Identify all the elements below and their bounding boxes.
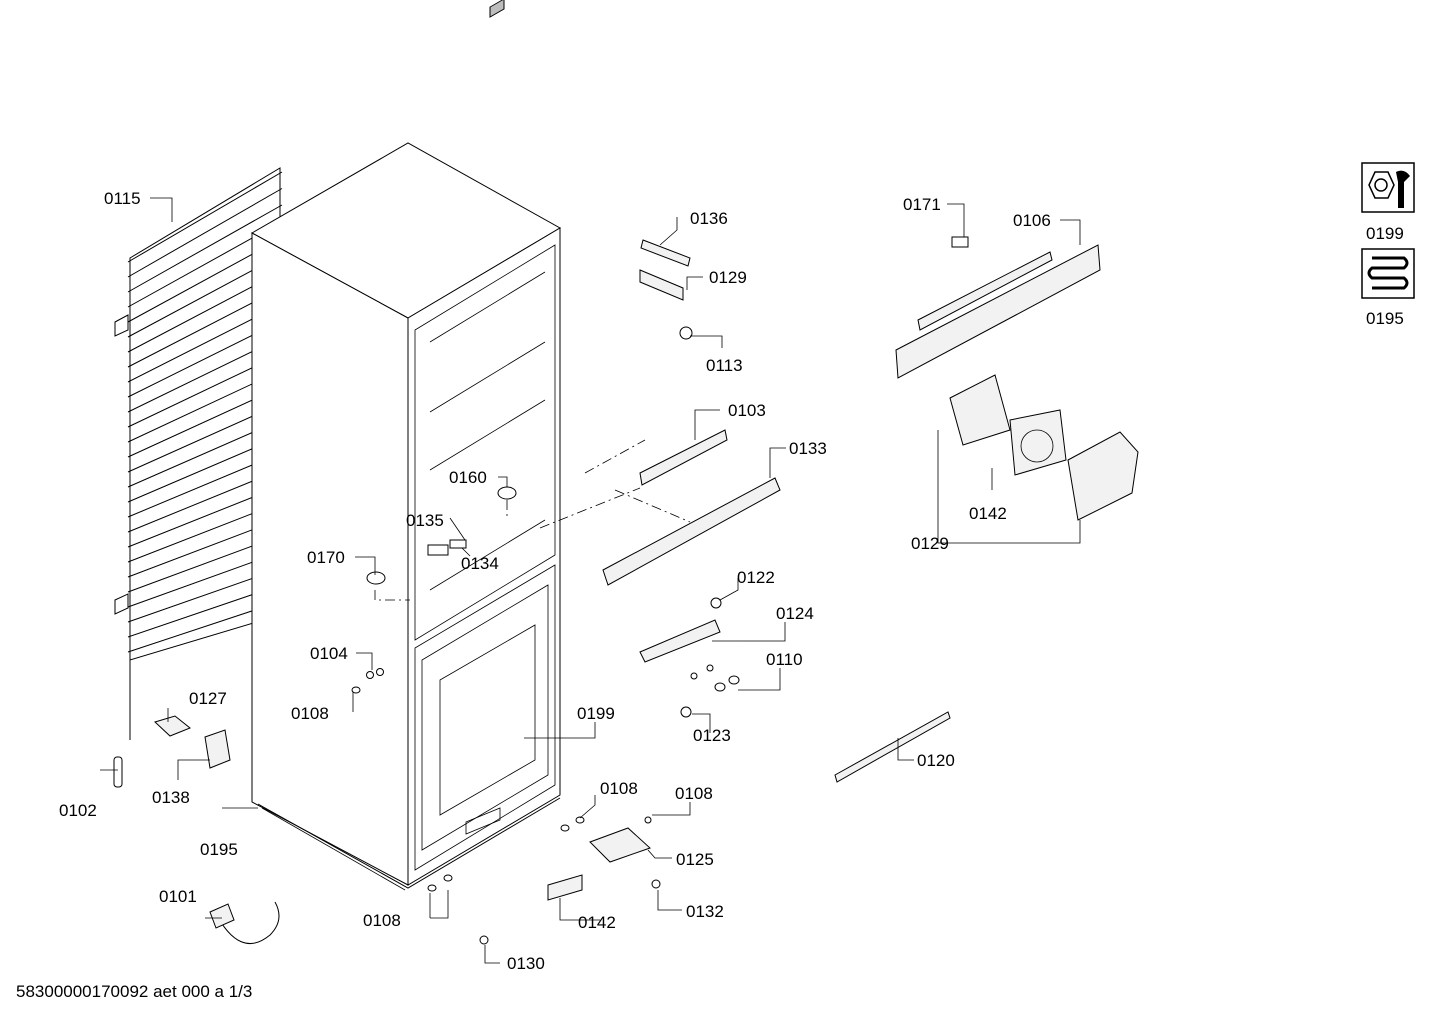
label-0127: 0129 [709,268,747,287]
condenser-tubes [127,171,283,653]
label-0106: 0106 [1013,211,1051,230]
label-0122: 0124 [776,604,814,623]
label-0135: 0138 [152,788,190,807]
cabinet-body [250,0,562,891]
label-0199: 0199 [1366,224,1404,243]
label-0103: 0103 [728,401,766,420]
label-0110: 0110 [766,650,803,669]
label-0113: 0113 [706,356,743,375]
label-0123: 0125 [676,850,714,869]
label-0108-bottom: 0108 [363,911,401,930]
label-0136: 0142 [969,504,1007,523]
label-0134: 0136 [690,209,728,228]
label-0170: 0195 [200,840,238,859]
label-0104: 0104 [310,644,348,663]
label-0102: 0102 [59,801,97,820]
label-0130: 0133 [789,439,827,458]
label-0121-lower: 0123 [693,726,731,745]
label-0108-right: 0108 [675,784,713,803]
label-0195: 0195 [1366,309,1404,328]
label-0129-right: 0132 [686,902,724,921]
label-0142-lower: 0170 [307,548,345,567]
label-0129-bottom: 0130 [507,954,545,973]
part-labels: 0115 0136 0129 0113 0103 0133 0160 0135 … [59,189,1404,973]
heating-coil-icon [1361,248,1415,299]
label-0133: 0135 [406,511,444,530]
label-0171: 0199 [577,704,615,723]
label-0108-mid: 0108 [600,779,638,798]
label-0124: 0127 [189,689,227,708]
drawing-id: 58300000170092 aet 000 a 1/3 [16,982,252,1001]
label-0125: 0129 [911,534,949,553]
leader-lines [100,197,1081,964]
part-shapes [113,236,1139,945]
nut-wrench-icon [1361,162,1415,213]
label-0142-upper: 0160 [449,468,487,487]
label-0120: 0120 [917,751,955,770]
label-0108-left: 0108 [291,704,329,723]
label-0132: 0134 [461,554,499,573]
label-0101: 0101 [159,887,197,906]
label-0160: 0171 [903,195,941,214]
label-0115: 0115 [104,189,141,208]
label-0138: 0142 [578,913,616,932]
label-0121-upper: 0122 [737,568,775,587]
